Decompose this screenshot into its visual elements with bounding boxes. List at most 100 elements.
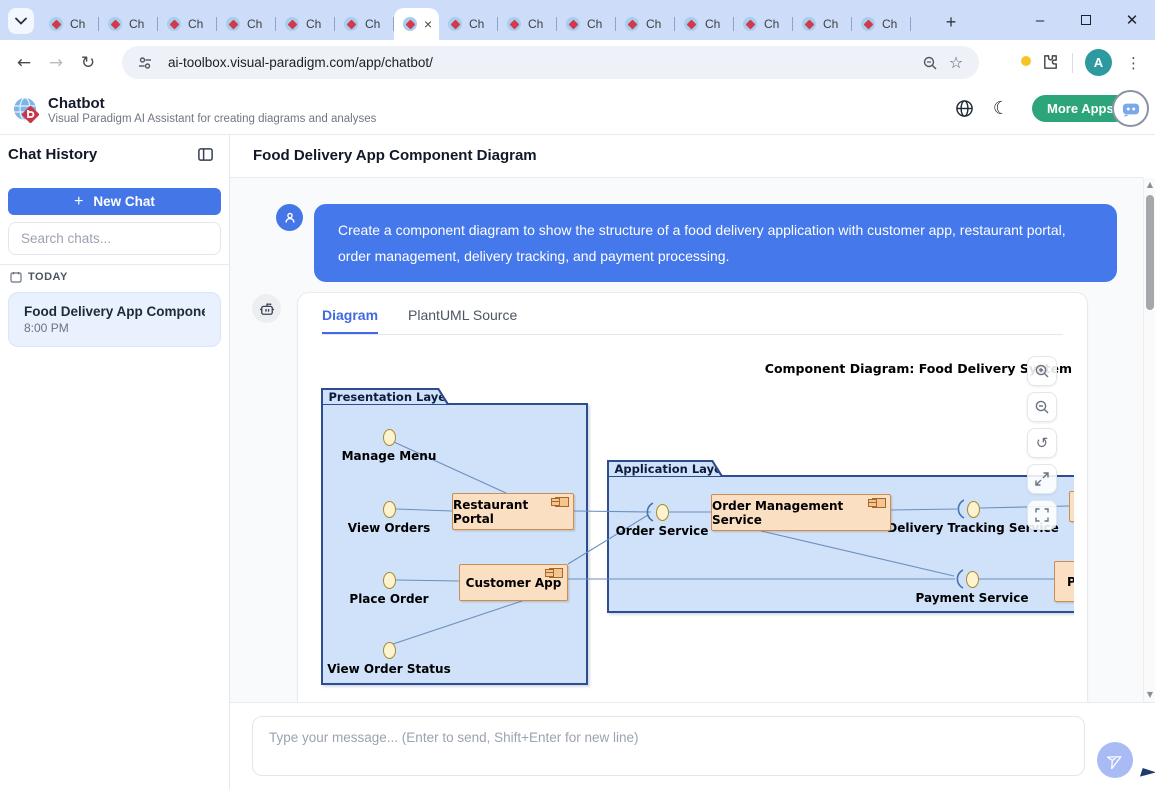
url-text[interactable]: ai-toolbox.visual-paradigm.com/app/chatb… (168, 55, 433, 70)
send-button[interactable] (1097, 742, 1133, 778)
message-input[interactable] (252, 716, 1085, 776)
chatbot-avatar-icon[interactable] (1112, 90, 1149, 127)
scrollbar-thumb[interactable] (1146, 195, 1154, 310)
maximize-icon (1081, 15, 1091, 25)
zoom-page-icon[interactable] (917, 55, 943, 71)
tab-favicon-icon (448, 17, 462, 31)
diagram-canvas[interactable]: Component Diagram: Food Delivery System … (312, 351, 1074, 702)
component-icon (545, 568, 563, 578)
browser-tab[interactable]: Ch (439, 8, 498, 40)
tab-favicon-icon (285, 17, 299, 31)
tab-favicon-icon (344, 17, 358, 31)
chat-history-item[interactable]: Food Delivery App Component ... 8:00 PM (8, 292, 221, 347)
browser-tab[interactable]: Ch (734, 8, 793, 40)
browser-tab[interactable]: Ch (99, 8, 158, 40)
component-icon (551, 497, 569, 507)
browser-tab[interactable]: Ch (40, 8, 99, 40)
component-label: Restaurant Portal (453, 497, 529, 526)
tab-title: Ch (587, 17, 603, 31)
interface-label: View Orders (347, 521, 431, 535)
interface-ball (965, 570, 979, 588)
search-chats-input[interactable] (8, 222, 221, 255)
chevron-down-icon (15, 17, 27, 25)
tab-favicon-icon (566, 17, 580, 31)
browser-tab[interactable]: Ch (217, 8, 276, 40)
browser-tab[interactable]: Ch (675, 8, 734, 40)
tab-title: Ch (646, 17, 662, 31)
expand-button[interactable] (1027, 464, 1057, 494)
zoom-out-button[interactable] (1027, 392, 1057, 422)
back-button[interactable]: ← (16, 52, 32, 73)
bookmark-star-icon[interactable]: ☆ (948, 53, 964, 72)
browser-tab[interactable]: Ch (158, 8, 217, 40)
browser-tab[interactable]: Ch (335, 8, 394, 40)
tab-plantuml-source[interactable]: PlantUML Source (408, 307, 518, 323)
tab-title: Ch (70, 17, 86, 31)
component-node: Customer App (459, 564, 568, 601)
tab-title: Ch (306, 17, 322, 31)
new-chat-label: New Chat (93, 194, 155, 209)
app-subtitle: Visual Paradigm AI Assistant for creatin… (48, 113, 377, 125)
tab-title: Ch (705, 17, 721, 31)
browser-tab[interactable]: Ch (852, 8, 911, 40)
interface-ball (382, 428, 396, 446)
fullscreen-button[interactable] (1027, 500, 1057, 530)
paper-plane-icon (1106, 755, 1122, 769)
dark-mode-moon-icon[interactable]: ☾ (992, 97, 1010, 119)
scroll-up-arrow[interactable]: ▲ (1146, 180, 1154, 189)
package-label: Application Layer (609, 462, 721, 477)
tab-favicon-icon (743, 17, 757, 31)
page-scrollbar[interactable]: ▲ ▼ (1143, 178, 1155, 702)
new-tab-button[interactable]: + (945, 11, 957, 32)
profile-avatar[interactable]: A (1085, 49, 1112, 76)
tab-title: Ch (188, 17, 204, 31)
app-header (0, 85, 1155, 135)
component-node (1069, 491, 1074, 522)
user-avatar (276, 204, 303, 231)
tab-favicon-icon (861, 17, 875, 31)
toolbar-divider (1072, 52, 1073, 73)
tab-favicon-icon (625, 17, 639, 31)
sidebar-title: Chat History (8, 146, 98, 163)
browser-tab-active[interactable]: × (394, 8, 439, 40)
new-chat-button[interactable]: +New Chat (8, 188, 221, 215)
robot-icon (259, 302, 274, 315)
browser-menu-icon[interactable]: ⋮ (1126, 53, 1141, 72)
browser-tab[interactable]: Ch (616, 8, 675, 40)
address-bar[interactable]: ai-toolbox.visual-paradigm.com/app/chatb… (122, 46, 979, 79)
tab-search-button[interactable] (8, 8, 34, 34)
tab-title: Ch (823, 17, 839, 31)
tab-diagram[interactable]: Diagram (322, 307, 379, 334)
sidebar-divider (0, 264, 230, 265)
component-icon (868, 498, 886, 508)
interface-label: Manage Menu (341, 449, 437, 463)
tab-favicon-icon (108, 17, 122, 31)
sidebar-toggle-icon[interactable] (197, 146, 215, 164)
language-globe-icon[interactable] (954, 98, 974, 118)
tab-favicon-icon (802, 17, 816, 31)
tab-title: Ch (129, 17, 145, 31)
interface-label: Payment Service (915, 591, 1029, 605)
app-title: Chatbot (48, 95, 105, 112)
chat-scroll-area[interactable]: Create a component diagram to show the s… (230, 178, 1143, 702)
reset-view-button[interactable]: ↺ (1027, 428, 1057, 458)
minimize-button[interactable]: – (1035, 11, 1045, 29)
forward-button[interactable]: → (48, 52, 64, 73)
tab-title: Ch (764, 17, 780, 31)
browser-tab[interactable]: Ch (557, 8, 616, 40)
browser-tab[interactable]: Ch (498, 8, 557, 40)
refresh-button[interactable]: ↻ (80, 52, 96, 73)
scroll-down-arrow[interactable]: ▼ (1146, 690, 1154, 699)
close-window-button[interactable]: ✕ (1125, 12, 1139, 29)
maximize-button[interactable] (1063, 0, 1109, 40)
chat-item-title: Food Delivery App Component ... (24, 304, 205, 319)
site-settings-icon[interactable] (132, 55, 158, 71)
zoom-in-button[interactable] (1027, 356, 1057, 386)
browser-tab[interactable]: Ch (793, 8, 852, 40)
component-label: Order Management Service (712, 498, 844, 527)
extensions-puzzle-icon[interactable] (1041, 53, 1060, 72)
tab-close-icon[interactable]: × (424, 16, 433, 32)
chat-item-time: 8:00 PM (24, 321, 69, 335)
browser-tab[interactable]: Ch (276, 8, 335, 40)
